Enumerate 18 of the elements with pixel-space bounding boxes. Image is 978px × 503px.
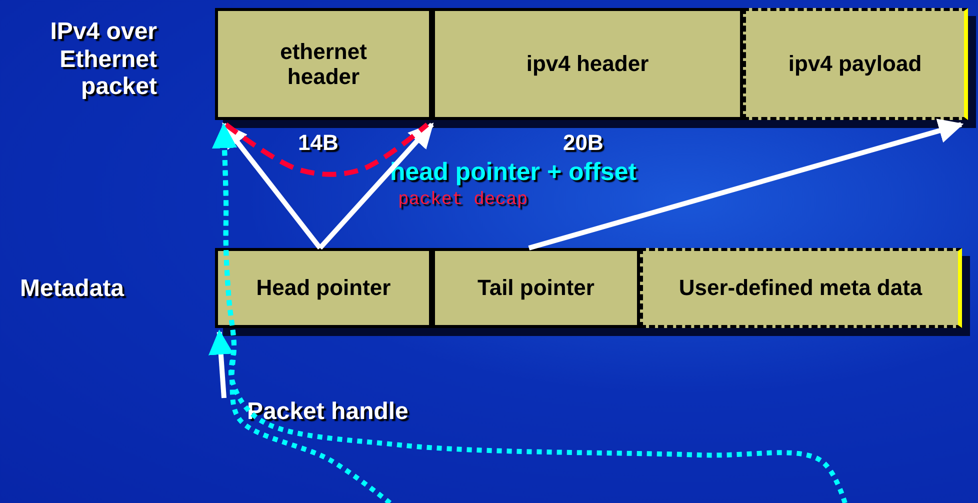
size-label: 20B [563, 130, 604, 156]
annotation-text: Packet handle [247, 398, 408, 426]
field-text: ethernet header [279, 38, 368, 90]
dashed-connector [224, 122, 429, 177]
field-text: ipv4 payload [788, 51, 922, 77]
arrow [208, 330, 234, 398]
arrow [318, 122, 434, 250]
size-label: 14B [298, 130, 338, 156]
dashed-connector [212, 123, 848, 503]
field-text: ipv4 header [526, 51, 649, 77]
annotation-text: packet decap [398, 190, 528, 210]
field-text: Head pointer [256, 275, 391, 301]
field-text: Tail pointer [478, 275, 594, 301]
row-label: IPv4 over Ethernet packet [49, 18, 157, 101]
field-text: User-defined meta data [678, 275, 922, 301]
arrow [222, 122, 322, 250]
arrow [528, 118, 964, 250]
row-label: Metadata [20, 275, 124, 303]
